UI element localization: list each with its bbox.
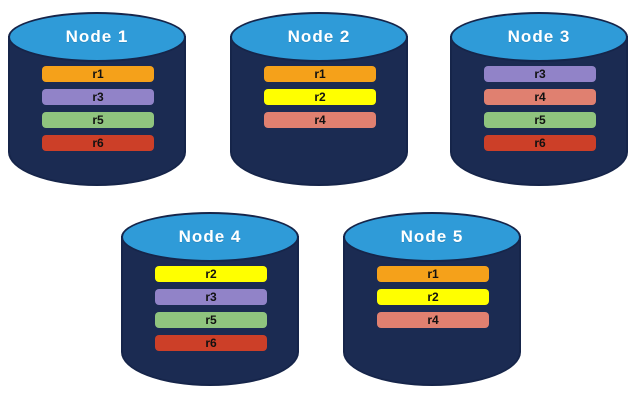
replica-bar-r3[interactable]: r3 [42, 89, 154, 105]
replica-list-5: r1 r2 r4 [377, 266, 489, 328]
replica-bar-r4[interactable]: r4 [484, 89, 596, 105]
replica-label: r1 [92, 67, 104, 81]
replica-label: r2 [314, 90, 326, 104]
node-lid-3: Node 3 [450, 12, 628, 62]
replica-bar-r4[interactable]: r4 [377, 312, 489, 328]
node-label-3: Node 3 [507, 27, 571, 46]
node-label-5: Node 5 [400, 227, 464, 246]
replica-label: r2 [427, 290, 439, 304]
replica-bar-r3[interactable]: r3 [155, 289, 267, 305]
replica-bar-r1[interactable]: r1 [264, 66, 376, 82]
node-body-5 [343, 236, 521, 386]
replica-bar-r3[interactable]: r3 [484, 66, 596, 82]
node-lid-5: Node 5 [343, 212, 521, 262]
replica-bar-r2[interactable]: r2 [155, 266, 267, 282]
replica-bar-r5[interactable]: r5 [155, 312, 267, 328]
replica-label: r5 [534, 113, 546, 127]
replica-bar-r6[interactable]: r6 [484, 135, 596, 151]
replica-label: r1 [427, 267, 439, 281]
replica-label: r4 [314, 113, 326, 127]
replica-label: r3 [92, 90, 104, 104]
replica-bar-r1[interactable]: r1 [377, 266, 489, 282]
replica-label: r6 [205, 336, 217, 350]
replica-bar-r2[interactable]: r2 [377, 289, 489, 305]
node-cylinder-3[interactable]: Node 3 r3 r4 r5 r6 [450, 12, 628, 186]
replica-label: r5 [205, 313, 217, 327]
replica-list-4: r2 r3 r5 r6 [155, 266, 267, 351]
replica-label: r6 [534, 136, 546, 150]
node-label-2: Node 2 [287, 27, 351, 46]
node-lid-4: Node 4 [121, 212, 299, 262]
node-cylinder-4[interactable]: Node 4 r2 r3 r5 r6 [121, 212, 299, 386]
replica-bar-r6[interactable]: r6 [155, 335, 267, 351]
replica-label: r6 [92, 136, 104, 150]
node-lid-1: Node 1 [8, 12, 186, 62]
replica-label: r1 [314, 67, 326, 81]
node-lid-2: Node 2 [230, 12, 408, 62]
node-cylinder-2[interactable]: Node 2 r1 r2 r4 [230, 12, 408, 186]
node-body-4 [121, 236, 299, 386]
replica-bar-r4[interactable]: r4 [264, 112, 376, 128]
replica-label: r3 [205, 290, 217, 304]
replica-bar-r5[interactable]: r5 [42, 112, 154, 128]
node-label-1: Node 1 [65, 27, 129, 46]
replica-list-3: r3 r4 r5 r6 [484, 66, 596, 151]
replica-label: r5 [92, 113, 104, 127]
node-cylinder-5[interactable]: Node 5 r1 r2 r4 [343, 212, 521, 386]
replica-label: r3 [534, 67, 546, 81]
replica-label: r4 [427, 313, 439, 327]
replica-bar-r2[interactable]: r2 [264, 89, 376, 105]
node-label-4: Node 4 [178, 227, 242, 246]
node-cylinder-1[interactable]: Node 1 r1 r3 r5 r6 [8, 12, 186, 186]
replica-bar-r6[interactable]: r6 [42, 135, 154, 151]
replica-label: r2 [205, 267, 217, 281]
replica-bar-r1[interactable]: r1 [42, 66, 154, 82]
replica-label: r4 [534, 90, 546, 104]
replica-list-2: r1 r2 r4 [264, 66, 376, 128]
replica-list-1: r1 r3 r5 r6 [42, 66, 154, 151]
replica-bar-r5[interactable]: r5 [484, 112, 596, 128]
